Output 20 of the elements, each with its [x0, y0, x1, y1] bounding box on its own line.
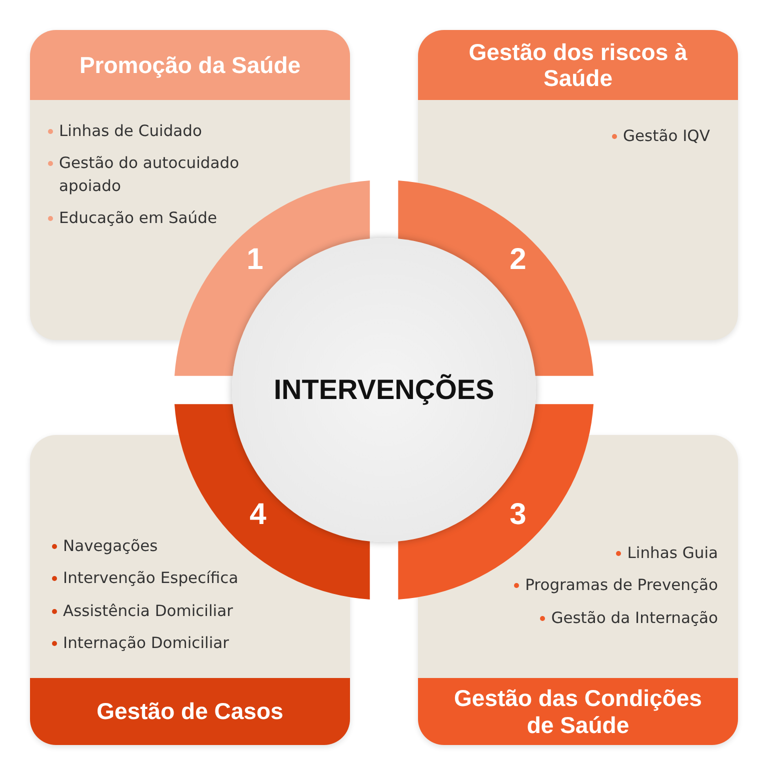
- segment-number: 1: [246, 243, 264, 277]
- card-title: Gestão das Condições de Saúde: [453, 685, 703, 738]
- bullet-item: Navegações: [52, 535, 312, 558]
- card-title: Gestão dos riscos à Saúde: [468, 38, 688, 92]
- bullet-item: Gestão do autocuidado apoiado: [48, 152, 278, 198]
- card-title: Gestão de Casos: [96, 698, 284, 725]
- segment-number: 3: [510, 498, 526, 532]
- bullet-item: Gestão da Internação: [540, 606, 718, 630]
- bullet-item: Linhas Guia: [616, 542, 718, 564]
- bullet-item: Intervenção Específica: [52, 567, 312, 590]
- bullet-item: Gestão IQV: [612, 125, 732, 148]
- bullet-item: Programas de Prevenção: [514, 574, 718, 597]
- bullet-item: Internação Domiciliar: [52, 632, 312, 655]
- bullet-item: Assistência Domiciliar: [52, 600, 312, 622]
- card-title: Promoção da Saúde: [79, 52, 301, 78]
- segment-number: 2: [510, 243, 526, 277]
- bullet-item: Linhas de Cuidado: [48, 120, 278, 142]
- bullet-item: Educação em Saúde: [48, 207, 278, 230]
- segment-number: 4: [250, 498, 266, 532]
- center-title: INTERVENÇÕES: [274, 374, 494, 406]
